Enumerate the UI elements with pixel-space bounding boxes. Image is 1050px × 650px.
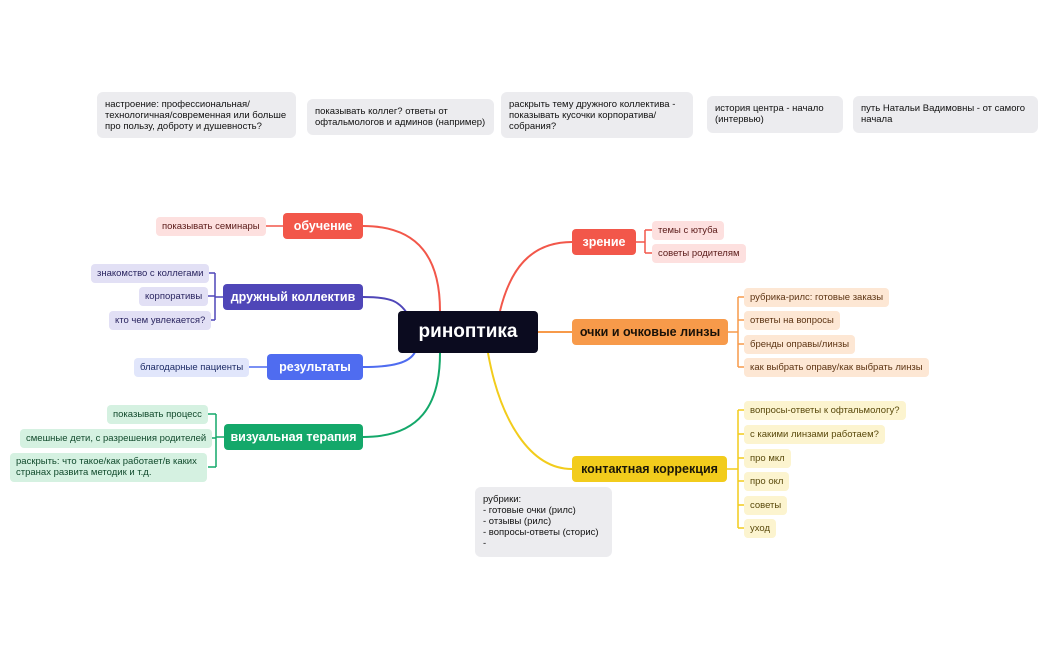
branch-learning[interactable]: обучение xyxy=(283,213,363,239)
note-mood[interactable]: настроение: профессиональная/ технологич… xyxy=(97,92,296,138)
leaf-visual-kids[interactable]: смешные дети, с разрешения родителей xyxy=(20,429,213,448)
leaf-vision-youtube[interactable]: темы с ютуба xyxy=(652,221,724,240)
connector-vision xyxy=(499,241,573,312)
connector-visual xyxy=(362,352,441,438)
leaf-results-patients[interactable]: благодарные пациенты xyxy=(134,358,250,377)
leaf-team-hobbies[interactable]: кто чем увлекается? xyxy=(109,311,212,330)
leaf-contact-lenses[interactable]: с какими линзами работаем? xyxy=(744,425,885,444)
leaf-contact-okl[interactable]: про окл xyxy=(744,472,790,491)
leaf-glasses-reels[interactable]: рубрика-рилс: готовые заказы xyxy=(744,288,890,307)
connector-results xyxy=(362,351,416,368)
note-team[interactable]: раскрыть тему дружного коллектива - пока… xyxy=(501,92,693,138)
note-rubrics[interactable]: рубрики: - готовые очки (рилс) - отзывы … xyxy=(475,487,612,557)
leaf-team-meet[interactable]: знакомство с коллегами xyxy=(91,264,210,283)
leaf-learning-seminars[interactable]: показывать семинары xyxy=(156,217,266,236)
branch-vision[interactable]: зрение xyxy=(572,229,636,255)
leaf-contact-tips[interactable]: советы xyxy=(744,496,788,515)
branch-team[interactable]: дружный коллектив xyxy=(223,284,363,310)
leaf-contact-qa[interactable]: вопросы-ответы к офтальмологу? xyxy=(744,401,906,420)
connector-learning xyxy=(362,225,441,312)
leaf-contact-mkl[interactable]: про мкл xyxy=(744,449,791,468)
branch-contact[interactable]: контактная коррекция xyxy=(572,456,727,482)
leaf-glasses-howto[interactable]: как выбрать оправу/как выбрать линзы xyxy=(744,358,929,377)
branch-visual[interactable]: визуальная терапия xyxy=(224,424,363,450)
leaf-visual-explain[interactable]: раскрыть: что такое/как работает/в каких… xyxy=(10,453,207,482)
leaf-glasses-brands[interactable]: бренды оправы/линзы xyxy=(744,335,856,354)
note-path[interactable]: путь Натальи Вадимовны - от самого начал… xyxy=(853,96,1038,133)
connector-contact xyxy=(487,352,573,470)
leaf-contact-care[interactable]: уход xyxy=(744,519,777,538)
note-colleagues[interactable]: показывать коллег? ответы от офтальмолог… xyxy=(307,99,494,135)
note-history[interactable]: история центра - начало (интервью) xyxy=(707,96,843,133)
branch-glasses[interactable]: очки и очковые линзы xyxy=(572,319,728,345)
leaf-glasses-answers[interactable]: ответы на вопросы xyxy=(744,311,840,330)
leaf-vision-parents[interactable]: советы родителям xyxy=(652,244,746,263)
branch-results[interactable]: результаты xyxy=(267,354,363,380)
central-topic[interactable]: риноптика xyxy=(398,311,538,353)
leaf-team-parties[interactable]: корпоративы xyxy=(139,287,209,306)
leaf-visual-process[interactable]: показывать процесс xyxy=(107,405,208,424)
